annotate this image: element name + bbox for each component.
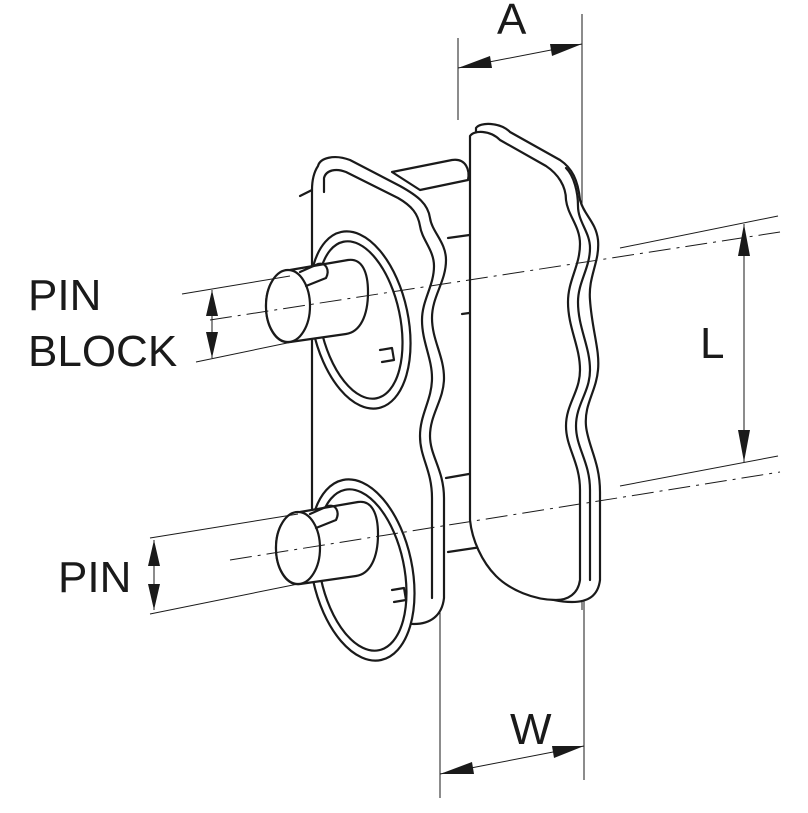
upper-pin-centerline [209, 231, 781, 321]
lower-pin-assembly [274, 478, 416, 662]
dimension-a-label: A [497, 0, 527, 44]
upper-clip-end [378, 346, 396, 364]
middle-plate [468, 130, 582, 602]
upper-pin-end [264, 268, 312, 344]
pin-block-ext-bottom [195, 341, 293, 363]
dimension-l-ext-top [619, 215, 779, 249]
center-lines [209, 231, 781, 561]
pin-ext-top [149, 513, 299, 539]
lower-pin-centerline [229, 471, 781, 561]
dimension-a: A [457, 0, 583, 69]
pin-arrow-bottom [148, 584, 160, 610]
pin-block-label-line2: BLOCK [28, 327, 177, 376]
dimension-a-arrow-left [458, 56, 492, 68]
dimension-a-arrow-right [550, 44, 582, 56]
dimension-l-label: L [700, 319, 724, 368]
back-plate-edge [564, 166, 592, 582]
middle-plate-outline [468, 130, 582, 602]
dimension-l-ext-bottom [619, 455, 779, 487]
dimension-w-arrow-left [440, 762, 474, 774]
dimension-w: W [439, 705, 585, 775]
pin-block-arrow-top [206, 290, 218, 316]
dimension-pin-block: PIN BLOCK [28, 271, 293, 376]
dimension-l-arrow-bottom [738, 430, 750, 462]
pin-arrow-top [148, 540, 160, 566]
dimension-l: L [619, 215, 779, 487]
dimension-l-arrow-top [738, 224, 750, 256]
front-plate-edge [322, 168, 436, 600]
pin-block-arrow-bottom [206, 332, 218, 358]
lower-clip-end [390, 586, 408, 604]
pin-block-ext-top [181, 275, 291, 295]
lower-pin-slot [308, 504, 339, 530]
upper-pin-assembly [264, 230, 412, 410]
bridge-plate [390, 158, 470, 192]
dimension-w-arrow-right [552, 746, 584, 758]
pin-label: PIN [58, 553, 131, 602]
pin-block-label-line1: PIN [28, 271, 101, 320]
dimension-w-label: W [510, 705, 552, 754]
dimension-pin: PIN [58, 513, 299, 615]
lower-pin-end [274, 510, 322, 586]
top-bridge [390, 158, 470, 192]
front-plate-corner [298, 188, 314, 198]
upper-pin-slot [298, 262, 329, 288]
pin-ext-bottom [149, 583, 299, 615]
